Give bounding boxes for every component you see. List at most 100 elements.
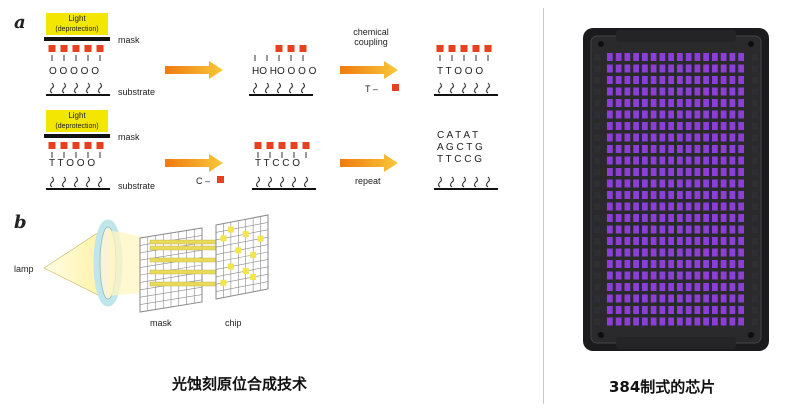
plate-well (720, 99, 727, 107)
plate-well (712, 99, 718, 107)
plate-well (694, 168, 701, 176)
linker-squiggle (264, 82, 270, 94)
linker-squiggle (473, 82, 479, 94)
plate-well (677, 237, 683, 245)
plate-well (677, 168, 683, 176)
plate-well (668, 283, 674, 291)
plate-well (642, 260, 648, 268)
plate-well (738, 237, 744, 245)
plate-well (685, 317, 692, 326)
plate-well (642, 237, 648, 245)
plate-well (607, 294, 613, 303)
plate-well (659, 87, 666, 96)
light-label: Light (68, 14, 86, 23)
plate-well (624, 225, 631, 234)
plate-well (720, 145, 727, 153)
plate-well (633, 168, 639, 176)
linker-squiggle (279, 176, 285, 188)
plate-well (668, 237, 674, 245)
chemical-coupling-label: chemical (353, 27, 389, 37)
protecting-group-square (299, 45, 307, 52)
plate-well (694, 87, 701, 96)
mask-gridline (139, 294, 203, 305)
plate-well (703, 53, 709, 61)
plate-well (659, 110, 666, 119)
plate-side-ridge (752, 203, 758, 210)
protecting-group-square (472, 45, 480, 52)
plate-well (642, 294, 648, 303)
plate-well (738, 260, 744, 268)
plate-well (720, 156, 727, 165)
plate-well (729, 122, 736, 130)
plate-well (694, 225, 701, 234)
plate-well (659, 156, 666, 165)
plate-well (659, 225, 666, 234)
plate-well (720, 87, 727, 96)
plate-well (650, 202, 657, 211)
plate-well (712, 317, 718, 326)
plate-well (677, 294, 683, 303)
plate-side-ridge (752, 169, 758, 176)
plate-side-ridge (752, 123, 758, 130)
plate-well (712, 202, 718, 211)
plate-well (738, 179, 744, 188)
linker-squiggle (85, 176, 91, 188)
plate-well (659, 294, 666, 303)
plate-well (633, 76, 639, 84)
base-row: C A T A T (437, 130, 478, 141)
plate-well (642, 191, 648, 199)
plate-side-ridge (752, 157, 758, 164)
light-sublabel: (deprotection) (55, 26, 98, 33)
plate-well (685, 99, 692, 107)
plate-well (607, 260, 613, 268)
mask-label-b: mask (150, 318, 172, 328)
plate-side-ridge (752, 249, 758, 256)
plate-well (607, 317, 613, 326)
plate-well (720, 248, 727, 257)
plate-well (712, 76, 718, 84)
plate-well (738, 87, 744, 96)
process-arrow (165, 154, 223, 172)
plate-well (729, 214, 736, 222)
plate-well (642, 168, 648, 176)
plate-well (677, 271, 683, 280)
oligo-strand-group: T T C C O (252, 142, 316, 190)
plate-well (607, 237, 613, 245)
plate-well (712, 87, 718, 96)
plate-side-ridge (594, 88, 600, 95)
plate-well (712, 53, 718, 61)
plate-side-ridge (752, 295, 758, 302)
plate-well (615, 179, 622, 188)
plate-well (712, 248, 718, 257)
plate-well (668, 53, 674, 61)
plate-well (668, 306, 674, 314)
plate-side-ridge (594, 134, 600, 141)
plate-well (650, 64, 657, 73)
light-rod (149, 281, 221, 287)
plate-well (633, 145, 639, 153)
plate-well (633, 191, 639, 199)
plate-well (615, 191, 622, 199)
plate-side-ridge (594, 318, 600, 325)
plate-well (729, 156, 736, 165)
plate-well (668, 191, 674, 199)
repeat-label: repeat (355, 176, 381, 186)
plate-well (720, 317, 727, 326)
plate-well (642, 87, 648, 96)
plate-well (607, 179, 613, 188)
plate-well (703, 260, 709, 268)
plate-well (738, 202, 744, 211)
plate-side-ridge (752, 134, 758, 141)
plate-well (650, 271, 657, 280)
plate-well (650, 225, 657, 234)
plate-side-ridge (594, 192, 600, 199)
chip-gridline (215, 281, 269, 292)
plate-well (703, 294, 709, 303)
linker-squiggle (437, 82, 443, 94)
plate-well (615, 145, 622, 153)
plate-well (633, 87, 639, 96)
chip-lit-spot (242, 231, 249, 238)
plate-well (738, 133, 744, 142)
chip-lit-spot (250, 251, 257, 258)
